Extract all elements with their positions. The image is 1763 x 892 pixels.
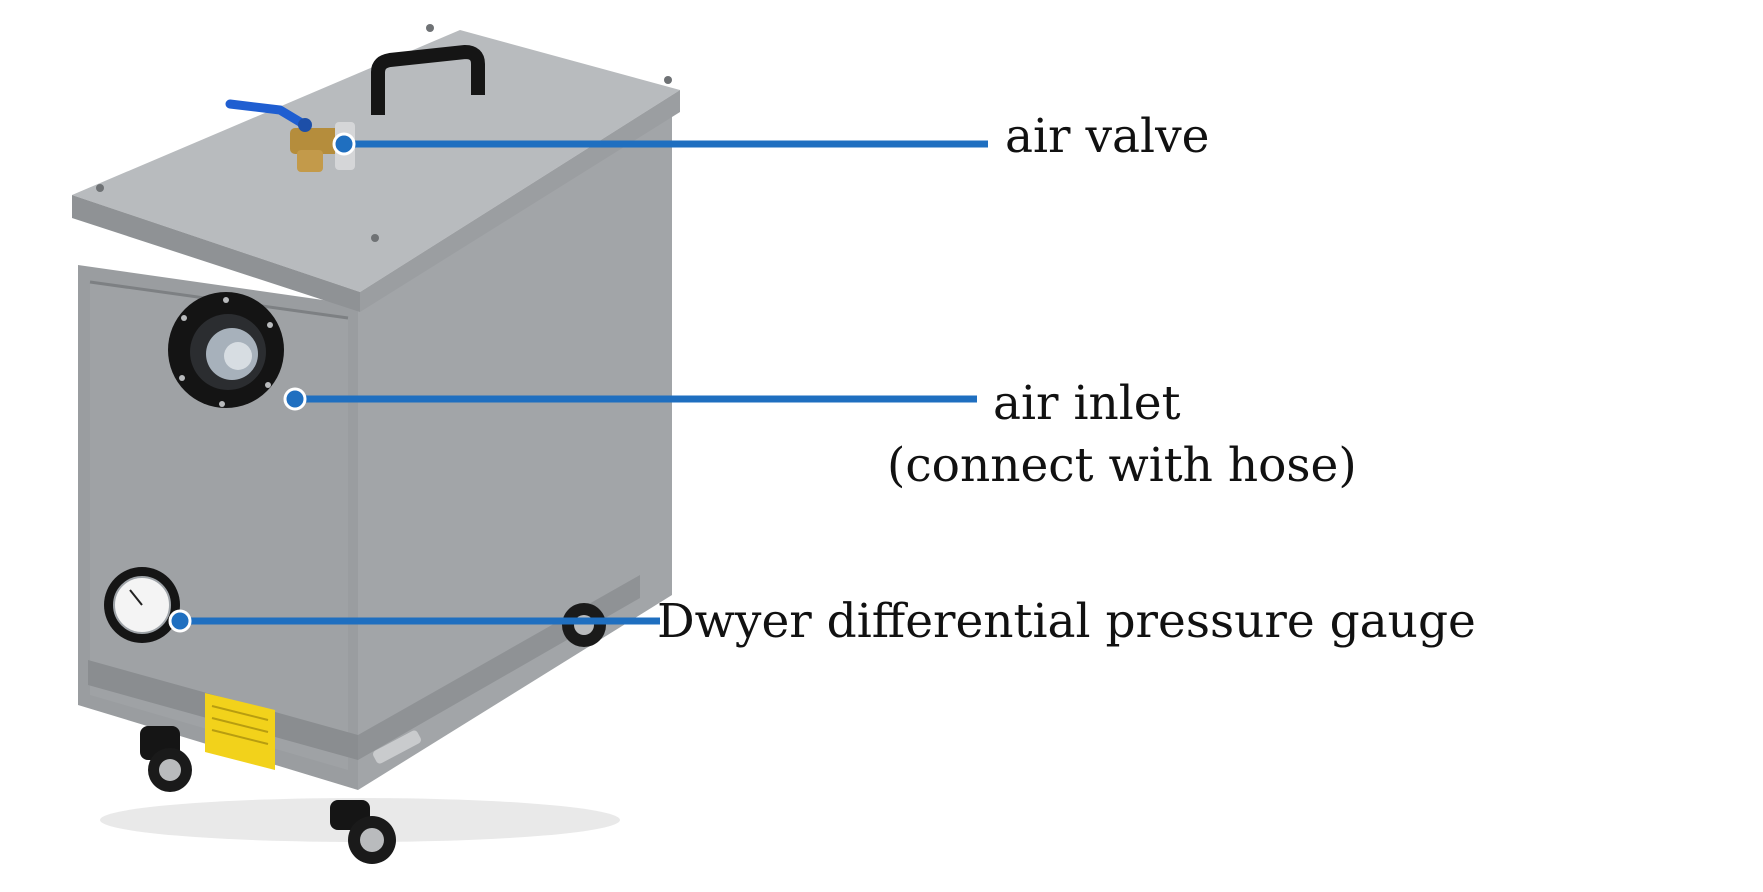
label-air-inlet-note: (connect with hose): [887, 438, 1357, 493]
label-air-inlet: air inlet: [993, 376, 1181, 431]
callout-air-valve: [332, 132, 988, 156]
label-air-valve: air valve: [1005, 109, 1210, 164]
caster-wheel-icon: [140, 603, 606, 864]
label-pressure-gauge: Dwyer differential pressure gauge: [657, 594, 1476, 649]
warning-label: [205, 693, 275, 770]
flanged-port-icon: [168, 292, 284, 408]
callout-air-inlet: [283, 387, 977, 411]
cabinet-lid: [72, 30, 680, 292]
callout-pressure-gauge: [168, 609, 660, 633]
carry-handle-icon: [371, 45, 485, 115]
pressure-gauge-icon: [104, 567, 180, 643]
